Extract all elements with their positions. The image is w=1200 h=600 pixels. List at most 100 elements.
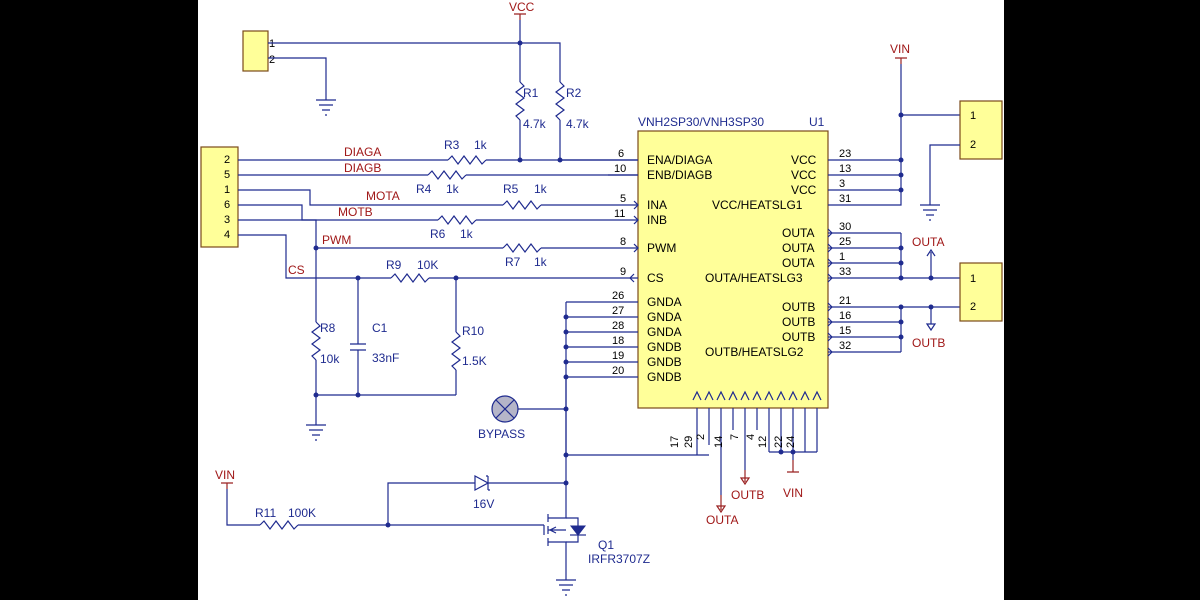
ic-pin-27: 27 [612, 305, 624, 317]
r3-ref: R3 [444, 138, 460, 152]
input-pin-1: 1 [224, 184, 230, 196]
outb-bottom-label: OUTB [731, 488, 764, 502]
ic-pin-6: 6 [618, 148, 624, 160]
input-pin-5: 5 [224, 169, 230, 181]
cs-net-label: CS [288, 263, 305, 277]
schematic-sheet: 1 2 VCC R1 4.7k R2 4.7k 2 5 1 6 3 4 DIAG… [198, 0, 1004, 600]
bypass-cross-icon [495, 399, 515, 419]
ic-pin-33: 33 [839, 266, 851, 278]
zener-value: 16V [473, 497, 494, 511]
junction-vcc [517, 40, 523, 46]
mosfet-q1 [543, 514, 587, 560]
ic-pin-name-inb: INB [647, 213, 667, 227]
junction-bottom-1 [778, 449, 784, 455]
junction-c1 [355, 275, 361, 281]
bypass-label: BYPASS [478, 427, 525, 441]
outa-bottom-label: OUTA [706, 513, 738, 527]
r6-resistor [437, 215, 477, 225]
vin-header [959, 100, 1003, 160]
junction-r1 [517, 157, 523, 163]
ic-pin-name-gnda-3: GNDA [647, 325, 682, 339]
r1-value: 4.7k [523, 117, 547, 131]
motb-wire-a [238, 204, 438, 221]
ic-left-pins [560, 159, 639, 455]
r8-ref: R8 [320, 321, 336, 335]
ic-pin-name-vcc-1: VCC [791, 153, 817, 167]
mosfet-part: IRFR3707Z [588, 552, 650, 566]
junction-gnd-4 [563, 359, 569, 365]
r9-value: 10K [417, 258, 438, 272]
top-header [242, 30, 269, 72]
motb-net-label: MOTB [338, 205, 373, 219]
ic-pin-13: 13 [839, 163, 851, 175]
top-header-pin-2: 2 [269, 54, 275, 66]
ic-pin-name-outb-3: OUTB [782, 330, 815, 344]
zener-left-wire [387, 482, 475, 525]
ic-pin-name-gndb-3: GNDB [647, 370, 682, 384]
out-header-pin-1: 1 [970, 273, 976, 285]
vin-bottom-label: VIN [783, 486, 803, 500]
junction-vin-top [898, 112, 904, 118]
input-pin-3: 3 [224, 214, 230, 226]
ic-pin-5: 5 [620, 193, 626, 205]
ic-pin-name-ina: INA [647, 198, 667, 212]
rc-ground-symbol [306, 395, 326, 441]
r11-value: 100K [288, 506, 316, 520]
junction-outa-2 [898, 260, 904, 266]
ic-bottom-pin-7: 7 [729, 434, 741, 440]
outb-label: OUTB [912, 336, 945, 350]
ic-bottom-pin-17: 17 [669, 436, 681, 448]
ic-part-number: VNH2SP30/VNH3SP30 [638, 115, 764, 129]
vin-ground-symbol [920, 204, 940, 221]
ic-pin-31: 31 [839, 193, 851, 205]
ic-right-pins [827, 115, 902, 357]
ic-pin-11: 11 [614, 208, 625, 220]
ground-symbol [316, 99, 336, 116]
outa-arrow [926, 248, 936, 262]
r9-ref: R9 [386, 258, 402, 272]
top-header-pin-1: 1 [269, 38, 275, 50]
outa-bottom-arrow [715, 495, 727, 514]
r1-resistor [515, 81, 525, 121]
ic-pin-name-outa-1: OUTA [782, 226, 814, 240]
ic-pin-name-gnda-1: GNDA [647, 295, 682, 309]
mota-wire-a [238, 189, 503, 206]
vcc-rail [519, 20, 561, 82]
r7-ref: R7 [505, 255, 521, 269]
input-pin-6: 6 [224, 199, 230, 211]
pwm-wire-a [238, 219, 503, 249]
junction-vcc-3 [898, 187, 904, 193]
r6-value: 1k [460, 227, 474, 241]
input-pin-2: 2 [224, 154, 230, 166]
r6-ref: R6 [430, 227, 446, 241]
c1-ref: C1 [372, 321, 388, 335]
ic-pin-name-ena-diaga: ENA/DIAGA [647, 153, 712, 167]
r7-resistor [502, 243, 542, 253]
out-header-pin-2: 2 [970, 301, 976, 313]
ic-pin-25: 25 [839, 236, 851, 248]
junction-vcc-1 [898, 157, 904, 163]
ic-pin-10: 10 [614, 163, 626, 175]
ic-pin-name-pwm: PWM [647, 241, 676, 255]
r3-resistor [447, 155, 487, 165]
ic-pin-name-outb-2: OUTB [782, 315, 815, 329]
ic-pin-name-vcc-heatslg1: VCC/HEATSLG1 [712, 198, 803, 212]
ic-pin-20: 20 [612, 365, 624, 377]
junction-outa-1 [898, 245, 904, 251]
ic-bottom-pin-4: 4 [745, 434, 757, 440]
junction-outb-2 [898, 334, 904, 340]
zener-diode [474, 474, 490, 492]
vin-bottom-symbol [787, 460, 799, 473]
ic-pin-name-vcc-3: VCC [791, 183, 817, 197]
vin-bottom-left-symbol [221, 482, 233, 489]
ic-pin-23: 23 [839, 148, 851, 160]
ic-bottom-pins [566, 390, 822, 495]
r4-resistor [427, 170, 467, 180]
mosfet-ground-symbol [556, 560, 576, 596]
vin-top-wire [900, 64, 960, 116]
r1-ref: R1 [523, 86, 539, 100]
outb-arrow [925, 262, 937, 332]
ic-pin-name-outa-2: OUTA [782, 241, 814, 255]
junction-mosfet-drain [563, 480, 569, 486]
ic-pin-26: 26 [612, 290, 624, 302]
